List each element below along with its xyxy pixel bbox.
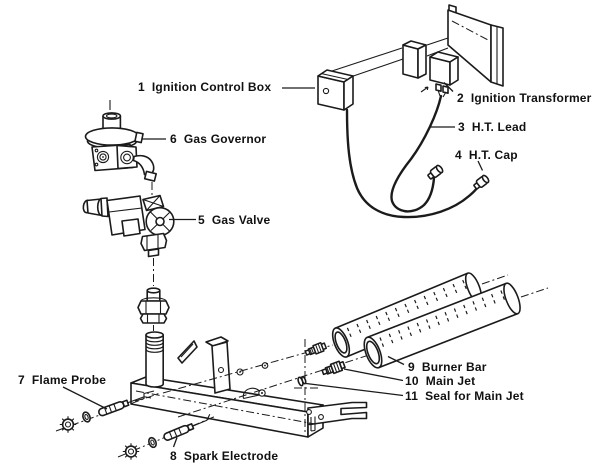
pipe-nipple <box>145 331 165 388</box>
main-jet-seal <box>297 376 307 387</box>
probe-mount-step <box>134 390 155 402</box>
ignition-transformer-part <box>420 51 459 98</box>
baffle-blade <box>177 340 198 364</box>
relay-box <box>402 40 427 79</box>
ignition-control-box-part <box>317 69 354 111</box>
solenoid <box>100 197 109 218</box>
main-jet-lower <box>320 359 347 378</box>
burner-bar-front <box>363 282 521 369</box>
manifold-screws <box>236 362 269 397</box>
gas-governor-part <box>84 100 157 182</box>
ht-cap-left <box>425 163 445 182</box>
flame-probe-part <box>58 396 152 434</box>
ht-leads <box>345 94 482 219</box>
burner-ports-rear <box>346 279 467 338</box>
ht-cap-right <box>471 173 491 192</box>
gas-valve-part <box>82 182 175 258</box>
spark-electrode-part <box>122 413 211 461</box>
mounting-panel <box>331 4 504 87</box>
main-jet-upper <box>303 340 328 358</box>
terminal-arrow <box>420 86 429 93</box>
governor-elbow <box>132 154 155 176</box>
middle-bracket <box>205 336 231 394</box>
manifold-assembly <box>130 336 368 438</box>
pipe-union <box>137 258 170 331</box>
mounting-rail <box>331 37 449 84</box>
leader-lines <box>62 82 484 448</box>
burner-ports-front <box>379 290 505 347</box>
